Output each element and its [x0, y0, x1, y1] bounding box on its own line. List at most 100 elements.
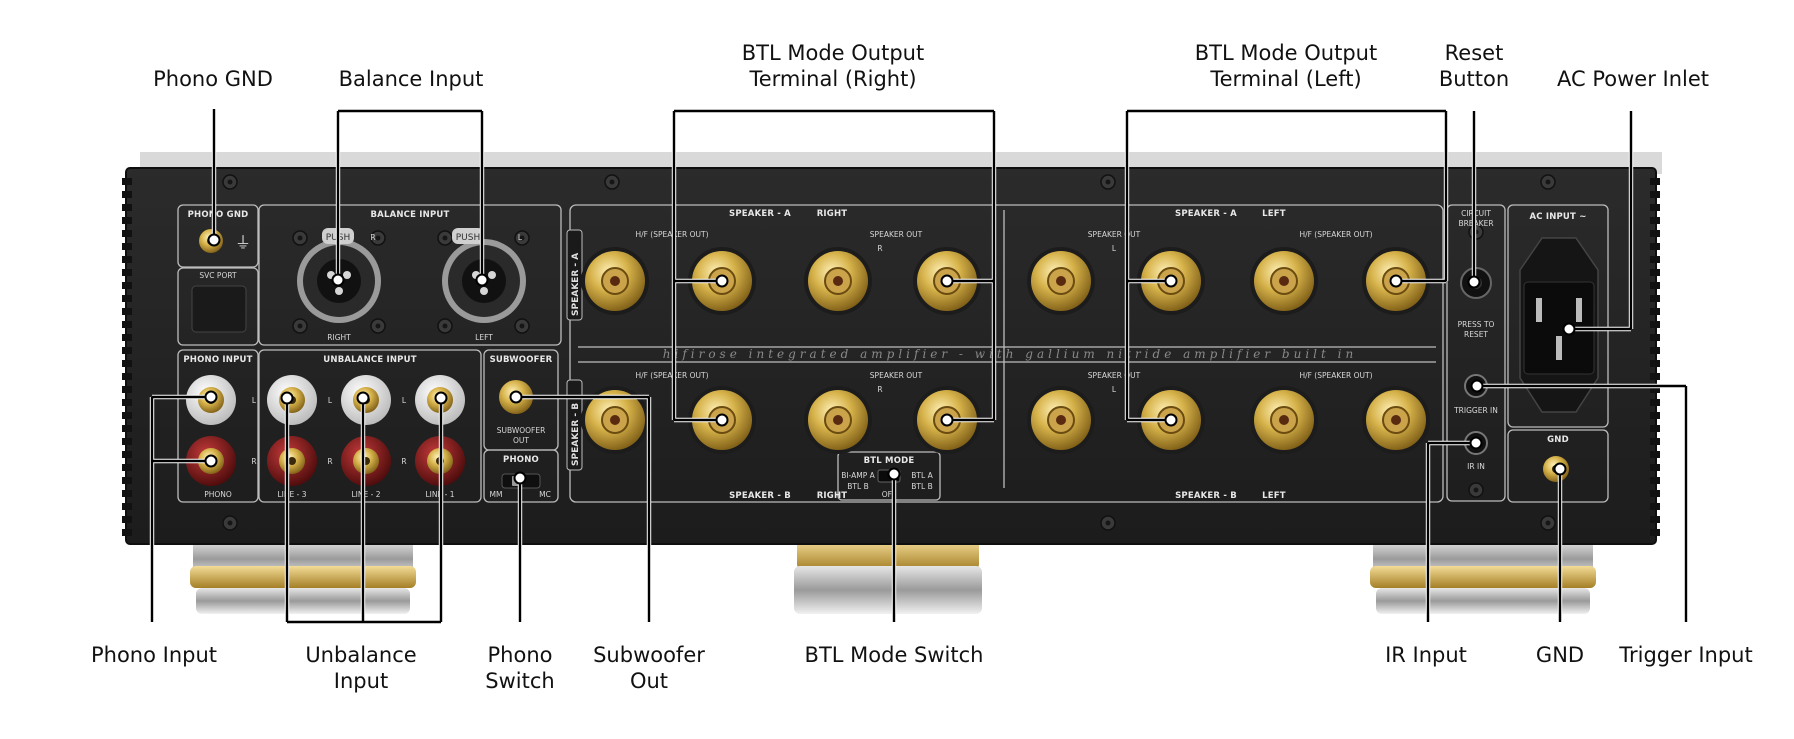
- phono-r-mark: R: [251, 457, 256, 466]
- ground-icon: ⏚: [235, 233, 251, 252]
- panel-slogan: hifirose integrated amplifier - with gal…: [663, 347, 1357, 361]
- callout-phono-switch-line2: Switch: [485, 669, 554, 693]
- callout-gnd: GND: [1536, 643, 1584, 667]
- callout-trigger-input: Trigger Input: [1618, 643, 1752, 667]
- binding-post[interactable]: [1027, 386, 1095, 454]
- spk-b-right-label: SPEAKER OUT: [870, 371, 923, 380]
- phono-gnd-label: PHONO GND: [188, 210, 249, 220]
- callout-ir-input: IR Input: [1385, 643, 1467, 667]
- spk-b-left-l: L: [1112, 385, 1117, 394]
- callout-unbalance-line2: Input: [334, 669, 388, 693]
- press-reset-label-1: PRESS TO: [1458, 320, 1495, 329]
- callout-subwoofer-line2: Out: [630, 669, 668, 693]
- binding-post[interactable]: [581, 386, 649, 454]
- xlr-left-push-label: PUSH: [456, 233, 481, 243]
- callout-phono-gnd: Phono GND: [153, 67, 273, 91]
- binding-post[interactable]: [1027, 247, 1095, 315]
- line2-r-mark: R: [401, 457, 406, 466]
- xlr-left-l: L: [518, 233, 523, 242]
- callout-labels: Phono GND Balance Input BTL Mode Output …: [91, 41, 1753, 693]
- binding-post[interactable]: [1362, 386, 1430, 454]
- callout-unbalance-line1: Unbalance: [305, 643, 416, 667]
- spk-b-left-label: SPEAKER OUT: [1088, 371, 1141, 380]
- foot-left: [190, 540, 416, 614]
- btl-bi-amp-label: BI-AMP A: [841, 471, 875, 480]
- ac-input-label: AC INPUT ~: [1529, 212, 1586, 222]
- callout-btl-right-line1: BTL Mode Output: [742, 41, 924, 65]
- spk-a-right-r: R: [877, 244, 882, 253]
- cooling-fins-left: [122, 178, 132, 536]
- hf-a-left-label: H/F (SPEAKER OUT): [1299, 230, 1372, 239]
- callout-ac-power-inlet: AC Power Inlet: [1557, 67, 1709, 91]
- speaker-b-left-word: LEFT: [1262, 491, 1286, 501]
- subwoofer-out-label-1: SUBWOOFER: [497, 426, 546, 435]
- line2-l-mark: L: [402, 396, 407, 405]
- foot-center: [794, 540, 982, 614]
- speaker-a-right-word: RIGHT: [817, 209, 848, 219]
- callout-btl-left-line1: BTL Mode Output: [1195, 41, 1377, 65]
- speaker-a-left-word: LEFT: [1262, 209, 1286, 219]
- line3-r-mark: R: [327, 457, 332, 466]
- callout-btl-mode-switch: BTL Mode Switch: [805, 643, 984, 667]
- btl-off-label: OFF: [882, 490, 897, 499]
- xlr-right-r: R: [370, 233, 375, 242]
- phono-l-mark: L: [252, 396, 257, 405]
- unbalance-input-label: UNBALANCE INPUT: [323, 355, 416, 365]
- line2-label: LINE - 2: [352, 490, 381, 499]
- callout-phono-input: Phono Input: [91, 643, 217, 667]
- spk-b-right-r: R: [877, 385, 882, 394]
- callout-subwoofer-line1: Subwoofer: [593, 643, 705, 667]
- btl-b-right-label: BTL B: [911, 482, 932, 491]
- cooling-fins-right: [1650, 178, 1660, 536]
- phono-switch-label: PHONO: [503, 455, 539, 465]
- section-frames: [177, 204, 1609, 503]
- binding-post[interactable]: [581, 247, 649, 315]
- phono-mc-label: MC: [539, 490, 551, 499]
- xlr-right-label: RIGHT: [327, 333, 351, 342]
- balance-input-label: BALANCE INPUT: [371, 210, 450, 220]
- trigger-in-label: TRIGGER IN: [1453, 406, 1498, 415]
- btl-b-left-label: BTL B: [847, 482, 868, 491]
- speaker-b-left-title: SPEAKER - B: [1175, 491, 1237, 501]
- speaker-a-vertical-label: SPEAKER - A: [571, 253, 581, 316]
- spk-a-left-label: SPEAKER OUT: [1088, 230, 1141, 239]
- xlr-left-label: LEFT: [475, 333, 493, 342]
- spk-a-right-label: SPEAKER OUT: [870, 230, 923, 239]
- callout-btl-right-line2: Terminal (Right): [748, 67, 916, 91]
- binding-post[interactable]: [804, 386, 872, 454]
- callout-phono-switch-line1: Phono: [488, 643, 553, 667]
- ir-in-label: IR IN: [1467, 462, 1485, 471]
- callout-reset-line1: Reset: [1445, 41, 1504, 65]
- hf-b-left-label: H/F (SPEAKER OUT): [1299, 371, 1372, 380]
- spk-a-left-l: L: [1112, 244, 1117, 253]
- binding-post[interactable]: [804, 247, 872, 315]
- chassis-screws: [222, 174, 1556, 531]
- leader-lines: [149, 108, 1689, 625]
- binding-post[interactable]: [1250, 386, 1318, 454]
- binding-post[interactable]: [1250, 247, 1318, 315]
- speaker-b-right-word: RIGHT: [817, 491, 848, 501]
- binding-post[interactable]: [913, 386, 981, 454]
- speaker-b-vertical-label: SPEAKER - B: [571, 403, 581, 466]
- phono-jack-label: PHONO: [204, 490, 232, 499]
- circuit-breaker-label-1: CIRCUIT: [1461, 209, 1491, 218]
- speaker-b-right-title: SPEAKER - B: [729, 491, 791, 501]
- speaker-a-left-title: SPEAKER - A: [1175, 209, 1237, 219]
- subwoofer-label: SUBWOOFER: [490, 355, 553, 365]
- btl-mode-label: BTL MODE: [864, 456, 915, 466]
- svc-port-label: SVC PORT: [199, 271, 237, 280]
- svc-port: [191, 285, 247, 333]
- press-reset-label-2: RESET: [1464, 330, 1488, 339]
- speaker-a-right-title: SPEAKER - A: [729, 209, 791, 219]
- line3-l-mark: L: [328, 396, 333, 405]
- subwoofer-out-label-2: OUT: [513, 436, 529, 445]
- gnd-label: GND: [1547, 435, 1569, 445]
- line3-label: LINE - 3: [278, 490, 307, 499]
- callout-balance-input: Balance Input: [339, 67, 484, 91]
- phono-mm-label: MM: [490, 490, 503, 499]
- phono-input-label: PHONO INPUT: [183, 355, 252, 365]
- callout-btl-left-line2: Terminal (Left): [1209, 67, 1361, 91]
- btl-a-label: BTL A: [911, 471, 933, 480]
- callout-reset-line2: Button: [1439, 67, 1509, 91]
